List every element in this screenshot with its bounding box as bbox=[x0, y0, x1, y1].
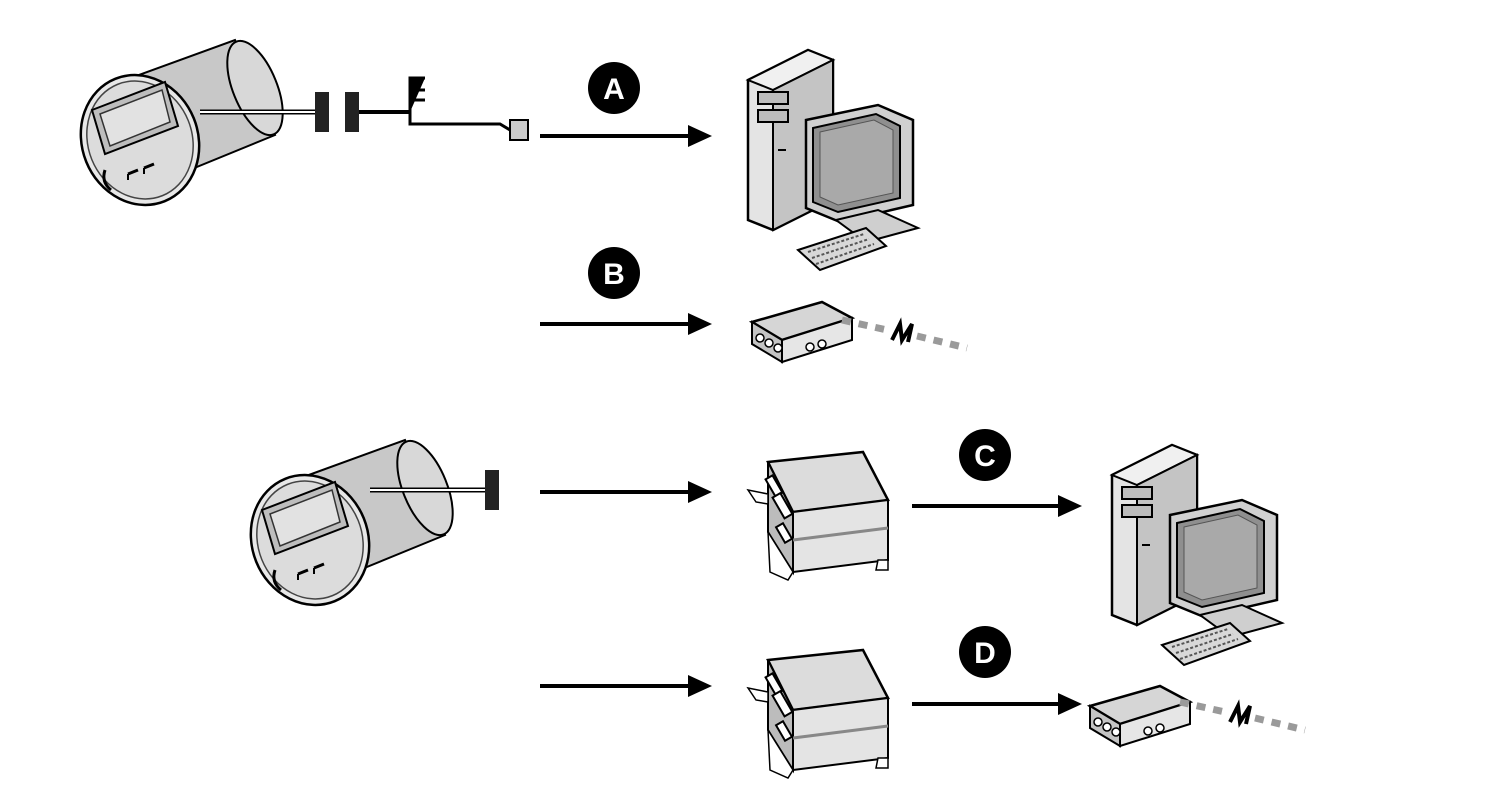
meter-top-cable bbox=[200, 76, 529, 141]
arrow-d bbox=[912, 693, 1082, 715]
modem-bottom bbox=[1088, 684, 1192, 748]
svg-text:D: D bbox=[974, 637, 996, 670]
badge-c: C bbox=[959, 429, 1011, 481]
svg-text:B: B bbox=[603, 258, 625, 291]
badge-a: A bbox=[588, 62, 640, 114]
svg-text:C: C bbox=[974, 440, 996, 473]
meter-bottom bbox=[229, 431, 466, 625]
arrow-meter-to-converter-upper bbox=[540, 481, 712, 503]
arrow-meter-to-converter-lower bbox=[540, 675, 712, 697]
meter-top bbox=[59, 31, 296, 225]
converter-upper bbox=[746, 450, 890, 582]
remote-link-bottom bbox=[1180, 702, 1305, 730]
computer-bottom bbox=[1110, 443, 1284, 667]
modem-top bbox=[750, 300, 854, 364]
badge-b: B bbox=[588, 247, 640, 299]
meter-bottom-cable bbox=[370, 470, 499, 510]
svg-text:A: A bbox=[603, 73, 625, 106]
converter-lower bbox=[746, 648, 890, 780]
arrow-c bbox=[912, 495, 1082, 517]
badge-d: D bbox=[959, 626, 1011, 678]
arrow-b bbox=[540, 313, 712, 335]
arrow-a bbox=[540, 125, 712, 147]
remote-link-top bbox=[842, 320, 967, 348]
computer-top bbox=[746, 48, 920, 272]
